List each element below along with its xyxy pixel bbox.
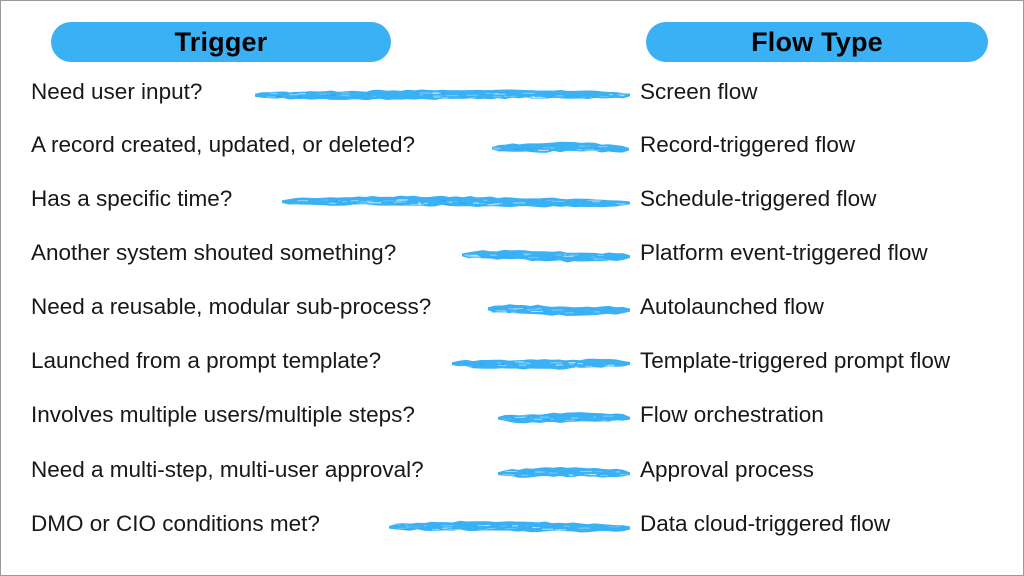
flow-type-label: Autolaunched flow xyxy=(640,294,824,319)
table-row: DMO or CIO conditions met? Data cloud-tri… xyxy=(1,506,1023,542)
trigger-label: A record created, updated, or deleted? xyxy=(31,132,416,157)
flow-type-label: Data cloud-triggered flow xyxy=(640,511,891,536)
flow-type-label: Screen flow xyxy=(640,79,758,104)
header-label-flow-type: Flow Type xyxy=(751,26,883,57)
trigger-label: DMO or CIO conditions met? xyxy=(31,511,320,536)
flow-type-label: Record-triggered flow xyxy=(640,132,856,157)
brush-stroke-connector-icon xyxy=(255,86,630,102)
trigger-label: Need a multi-step, multi-user approval? xyxy=(31,457,424,482)
brush-stroke-connector-icon xyxy=(389,518,630,534)
brush-stroke-connector-icon xyxy=(282,193,630,209)
brush-stroke-connector-icon xyxy=(462,247,630,263)
table-row: A record created, updated, or deleted? Re… xyxy=(1,127,1023,163)
trigger-label: Need a reusable, modular sub-process? xyxy=(31,294,432,319)
table-row: Need a multi-step, multi-user approval? A… xyxy=(1,452,1023,488)
table-row: Involves multiple users/multiple steps? F… xyxy=(1,397,1023,433)
header-pill-trigger: Trigger xyxy=(51,22,391,62)
flow-type-label: Platform event-triggered flow xyxy=(640,240,928,265)
brush-stroke-connector-icon xyxy=(452,355,630,371)
trigger-label: Involves multiple users/multiple steps? xyxy=(31,402,415,427)
header-label-trigger: Trigger xyxy=(174,26,268,57)
brush-stroke-connector-icon xyxy=(488,301,630,317)
trigger-label: Need user input? xyxy=(31,79,203,104)
flow-type-label: Flow orchestration xyxy=(640,402,824,427)
table-row: Another system shouted something? Platfor… xyxy=(1,235,1023,271)
table-row: Launched from a prompt template? Template… xyxy=(1,343,1023,379)
trigger-label: Launched from a prompt template? xyxy=(31,348,382,373)
brush-stroke-connector-icon xyxy=(498,409,630,425)
header-pill-flow-type: Flow Type xyxy=(646,22,988,62)
flow-type-label: Template-triggered prompt flow xyxy=(640,348,951,373)
trigger-label: Has a specific time? xyxy=(31,186,233,211)
table-row: Has a specific time? Schedule-triggered f… xyxy=(1,181,1023,217)
flow-type-label: Approval process xyxy=(640,457,814,482)
trigger-label: Another system shouted something? xyxy=(31,240,397,265)
flow-type-label: Schedule-triggered flow xyxy=(640,186,877,211)
table-row: Need user input? Screen flow xyxy=(1,74,1023,110)
table-row: Need a reusable, modular sub-process? Aut… xyxy=(1,289,1023,325)
brush-stroke-connector-icon xyxy=(492,139,629,155)
brush-stroke-connector-icon xyxy=(498,464,630,480)
